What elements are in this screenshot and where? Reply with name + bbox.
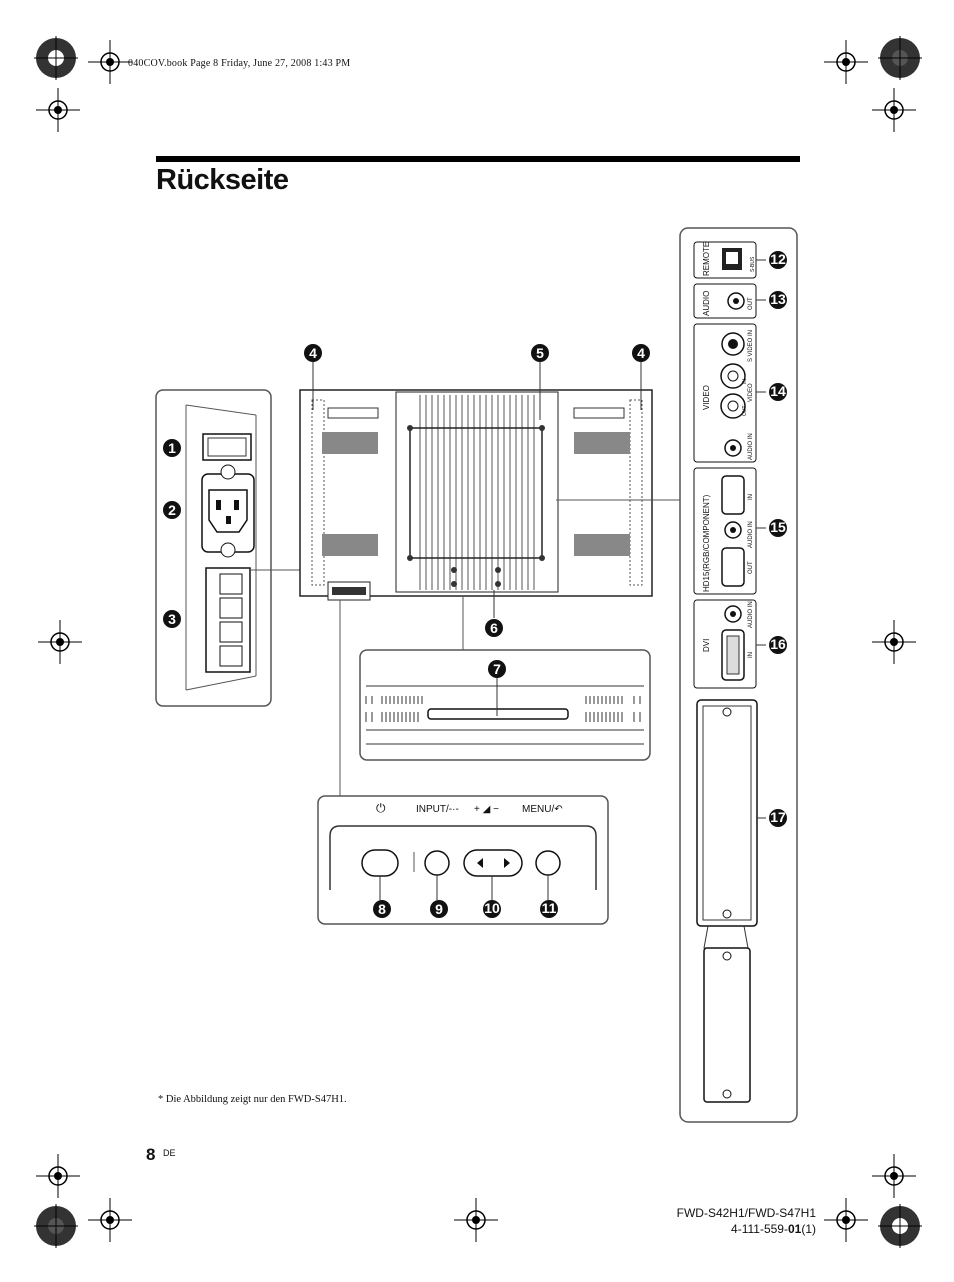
crosshair-icon [824,40,868,84]
hd15-label: HD15(RGB/COMPONENT) [702,494,711,592]
callout-8: 8 [378,901,386,917]
callout-6: 6 [490,620,498,636]
control-panel-box [317,795,609,925]
registration-mark-icon [34,36,78,80]
menu-label: MENU/↶ [522,804,563,815]
callout-4b: 4 [637,345,645,361]
crosshair-icon [872,1154,916,1198]
volume-label: + ◢ − [474,804,499,815]
callout-4a: 4 [309,345,317,361]
dvi-in-label: IN [748,652,754,658]
hd15-out-label: OUT [748,561,754,574]
callout-15: 15 [770,519,786,535]
video-jacks-label: VIDEO [748,383,754,402]
callout-3: 3 [168,611,176,627]
video-label: VIDEO [702,385,711,410]
dvi-audio-in-label: AUDIO IN [748,601,754,628]
callout-1: 1 [168,440,176,456]
callout-11: 11 [542,900,557,916]
crosshair-icon [454,1198,498,1242]
footnote: * Die Abbildung zeigt nur den FWD-S47H1. [158,1094,347,1105]
callout-2: 2 [168,502,176,518]
callout-12: 12 [770,251,786,267]
crosshair-icon [36,88,80,132]
callout-14: 14 [770,383,786,399]
page-number: 8 [146,1145,156,1164]
callouts: 1 2 3 4 4 5 6 7 8 9 10 11 12 13 14 15 16… [163,251,787,918]
input-button [424,850,450,876]
code-bold: 01 [787,1222,802,1236]
menu-button [535,850,561,876]
hd15-audio-in-label: AUDIO IN [748,521,754,548]
page-language: DE [163,1148,176,1158]
registration-mark-icon [878,36,922,80]
cover-plate-lower [703,947,751,1103]
crosshair-icon [38,620,82,664]
video-in-label: IN [742,379,748,384]
title-rule [156,156,800,162]
callout-9: 9 [435,901,443,917]
video-section [693,323,757,463]
page-title: Rückseite [156,164,289,196]
s-video-in-label: S VIDEO IN [748,330,754,362]
callout-10: 10 [484,900,500,916]
remote-sub-label: S-BUS [750,256,756,272]
callout-7: 7 [493,661,501,677]
handle-detail-box [359,649,651,761]
remote-label: REMOTE [702,242,711,276]
audio-label: AUDIO [702,291,711,316]
code-prefix: 4-111-559- [731,1222,788,1236]
crosshair-icon [872,620,916,664]
print-meta: 040COV.book Page 8 Friday, June 27, 2008… [128,58,351,69]
callout-5: 5 [536,345,544,361]
input-label: INPUT/-·- [416,804,459,815]
video-audio-in-label: AUDIO IN [748,433,754,460]
hd15-in-label: IN [748,494,754,500]
callout-13: 13 [770,291,786,307]
crosshair-icon [824,1198,868,1242]
audio-section [693,283,757,319]
callout-17: 17 [770,809,786,825]
crosshair-icon [872,88,916,132]
crosshair-icon [88,1198,132,1242]
dvi-label: DVI [702,639,711,652]
callout-16: 16 [770,636,786,652]
volume-button [463,849,523,877]
code-suffix: (1) [801,1222,816,1236]
video-out-label: OUT [742,405,748,416]
crosshair-icon [36,1154,80,1198]
registration-mark-icon [34,1204,78,1248]
document-code: 4-111-559-01(1) [731,1222,816,1236]
crosshair-icon [88,40,132,84]
model-number: FWD-S42H1/FWD-S47H1 [676,1206,816,1220]
registration-mark-icon [878,1204,922,1248]
power-button [361,849,399,877]
power-symbol: ⏻ [376,801,386,815]
audio-out-label: OUT [748,297,754,310]
